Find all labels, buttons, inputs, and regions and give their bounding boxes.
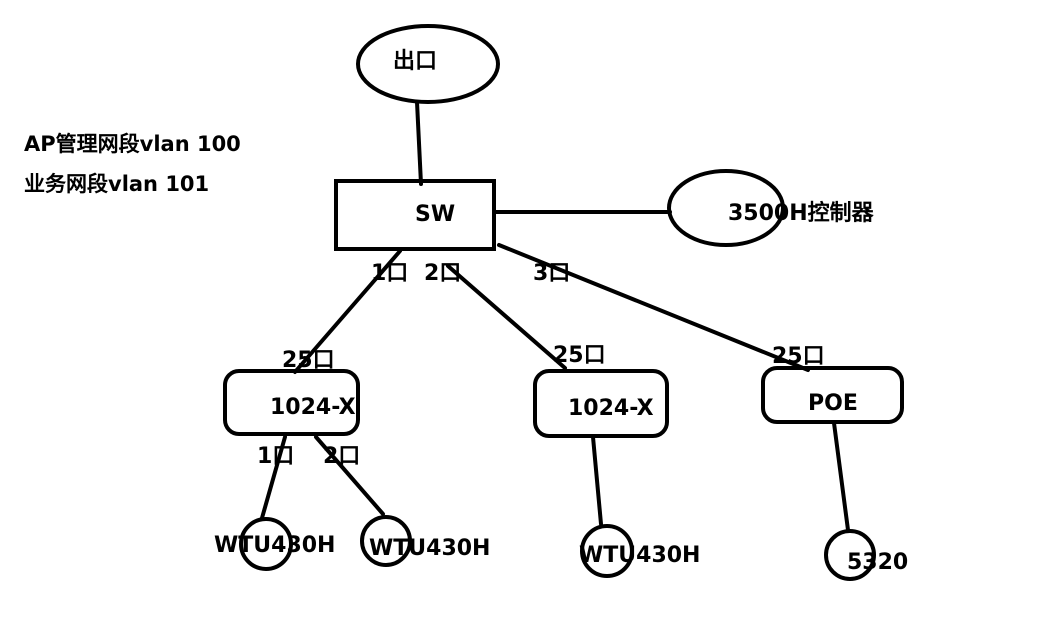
sw-port-3-label: 3口: [533, 261, 570, 286]
controller-node: [667, 169, 785, 247]
link-sw-port1: [293, 249, 402, 374]
exit-label: 出口: [393, 49, 437, 74]
link-left-ap1: [260, 435, 287, 520]
poe-uplink-port-label: 25口: [772, 344, 825, 369]
ap-node-3: [580, 524, 634, 578]
link-sw-port3: [497, 243, 810, 372]
access-switch-mid-label: 1024-X: [568, 396, 654, 421]
sw-port-2-label: 2口: [424, 261, 461, 286]
access-switch-left-label: 1024-X: [270, 395, 356, 420]
exit-node: [356, 24, 500, 104]
vlan-note-service: 业务网段vlan 101: [24, 172, 209, 196]
core-switch-label: SW: [415, 202, 455, 227]
ap-label-2: WTU430H: [369, 536, 490, 561]
ap-label-4: 5320: [847, 550, 908, 575]
poe-switch-label: POE: [808, 391, 858, 416]
link-poe-ap4: [832, 421, 850, 532]
vlan-note-management: AP管理网段vlan 100: [24, 132, 241, 156]
ap-node-4: [824, 529, 876, 581]
left-port-1-label: 1口: [257, 444, 294, 469]
link-mid-ap3: [591, 435, 603, 526]
ap-node-1: [239, 517, 293, 571]
left-port-2-label: 2口: [323, 444, 360, 469]
link-sw-port2: [446, 264, 567, 370]
access-switch-left: [223, 369, 360, 436]
sw-port-1-label: 1口: [371, 261, 408, 286]
core-switch: [334, 179, 496, 251]
left-uplink-port-label: 25口: [282, 348, 335, 373]
link-exit-sw: [415, 100, 423, 186]
mid-uplink-port-label: 25口: [553, 343, 606, 368]
controller-label: 3500H控制器: [728, 200, 875, 226]
poe-switch: [761, 366, 904, 424]
ap-node-2: [360, 515, 412, 567]
ap-label-1: WTU430H: [214, 533, 335, 558]
ap-label-3: WTU430H: [579, 543, 700, 568]
link-left-ap2: [314, 435, 385, 516]
access-switch-mid: [533, 369, 669, 438]
